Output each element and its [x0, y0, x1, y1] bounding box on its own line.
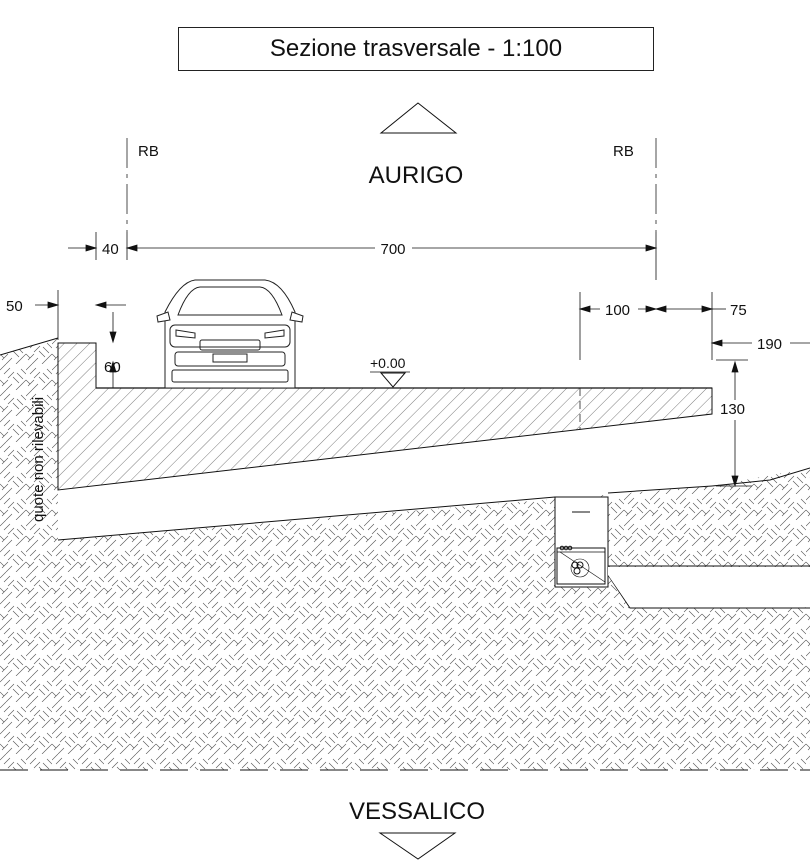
direction-up-arrow — [379, 102, 458, 134]
level-marker-text: +0.00 — [370, 355, 406, 371]
direction-down-arrow — [378, 832, 457, 860]
dim-40-text: 40 — [102, 241, 119, 258]
utility-trench — [554, 496, 609, 588]
dim-700-text: 700 — [380, 241, 405, 258]
rb-left-label: RB — [138, 143, 159, 160]
dim-50-text: 50 — [6, 298, 23, 315]
dim-75-text: 75 — [730, 302, 747, 319]
car-icon — [156, 279, 304, 389]
dimension-130 — [716, 359, 752, 488]
dimension-100-75 — [578, 292, 726, 360]
rb-right-label: RB — [613, 143, 634, 160]
bottom-direction-label: VESSALICO — [349, 798, 485, 825]
side-note-text: quote non rilevabili — [30, 397, 47, 522]
level-marker: +0.00 — [370, 355, 410, 388]
dimension-60 — [109, 312, 117, 388]
soil-ground — [0, 338, 810, 770]
drawing-title: Sezione trasversale - 1:100 — [178, 27, 654, 71]
dim-190-text: 190 — [757, 336, 782, 353]
dim-100-text: 100 — [605, 302, 630, 319]
dimension-50 — [35, 290, 126, 340]
dimension-700 — [68, 232, 658, 280]
top-direction-label: AURIGO — [369, 162, 464, 189]
dimension-190 — [710, 339, 810, 347]
dim-60-text: 60 — [104, 359, 121, 376]
dim-130-text: 130 — [720, 401, 745, 418]
